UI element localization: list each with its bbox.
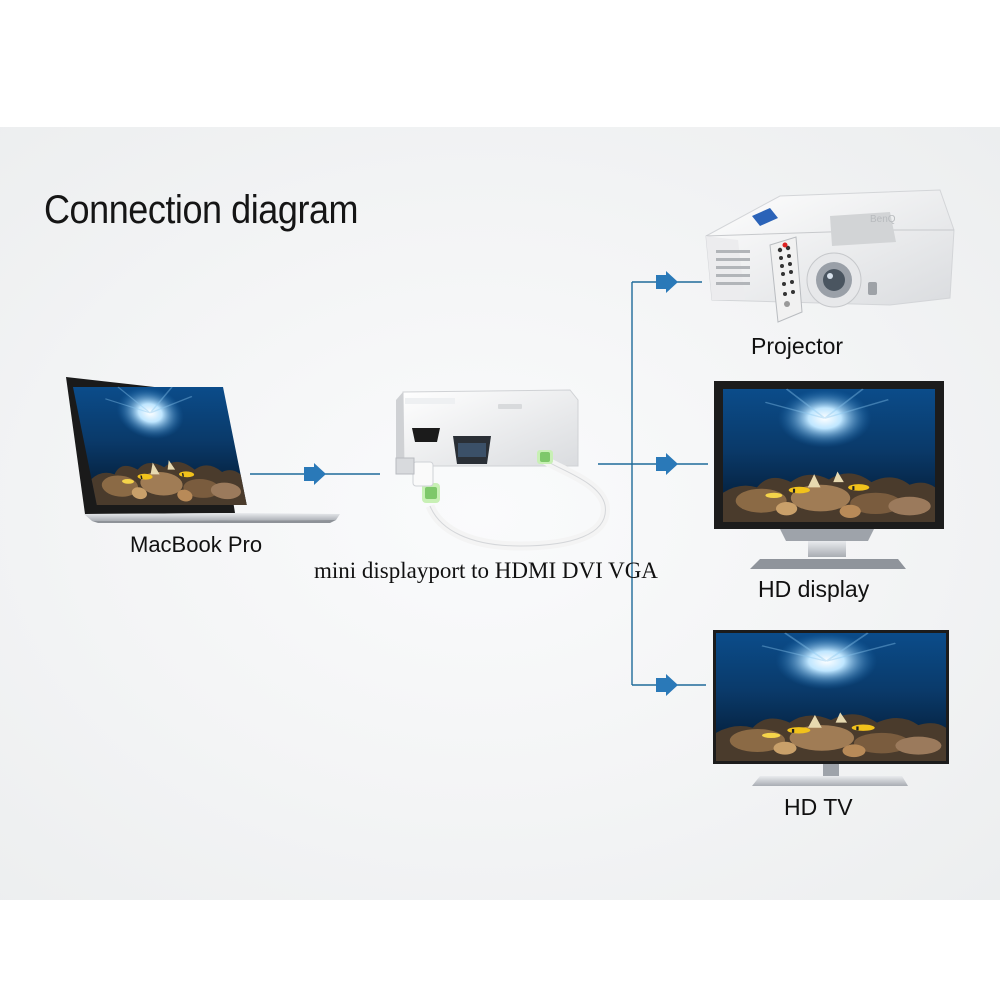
- adapter-label: mini displayport to HDMI DVI VGA: [314, 558, 658, 583]
- output-label-hd-display: HD display: [758, 576, 870, 602]
- tv-icon: [713, 630, 949, 786]
- source-label: MacBook Pro: [130, 532, 263, 557]
- laptop-icon: [66, 377, 340, 523]
- svg-text:BenQ: BenQ: [870, 214, 896, 225]
- output-label-hd-tv: HD TV: [784, 794, 853, 820]
- projector-icon: BenQ: [705, 189, 955, 323]
- monitor-icon: [714, 381, 944, 569]
- arrow-right-icon: [304, 271, 678, 696]
- output-label-projector: Projector: [751, 333, 844, 359]
- adapter-icon: [395, 389, 610, 551]
- connector-lines: [250, 281, 708, 686]
- diagram-title: Connection diagram: [44, 188, 359, 232]
